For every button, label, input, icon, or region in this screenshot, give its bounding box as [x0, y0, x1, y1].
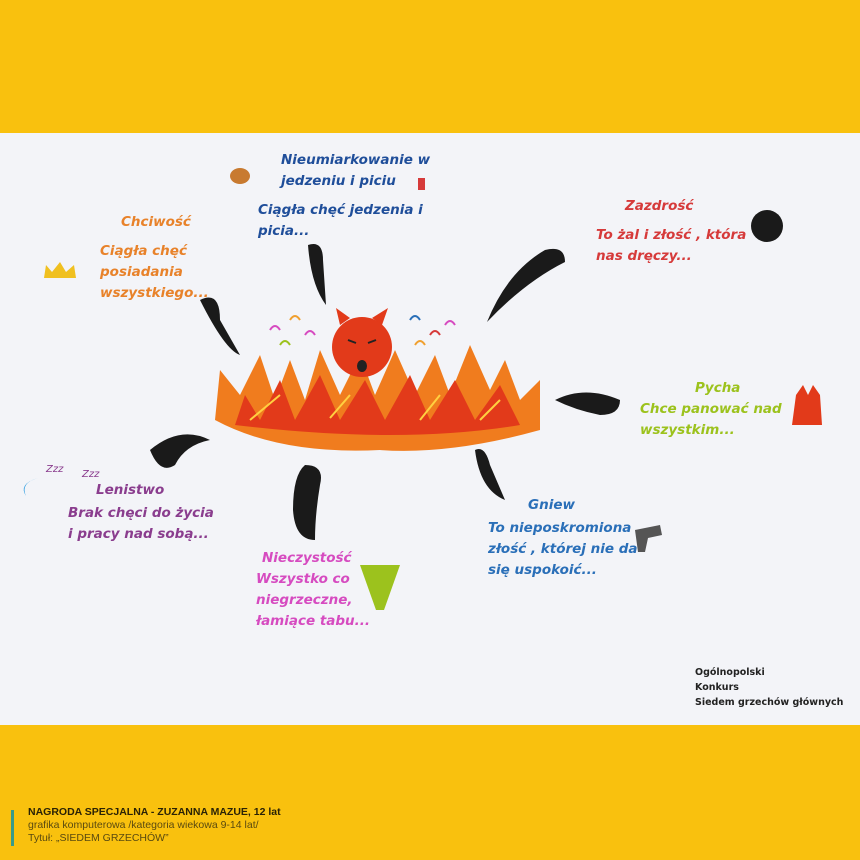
- moon-icon: [23, 478, 38, 496]
- sin-desc: Wszystko co: [256, 571, 350, 587]
- sin-title: Gniew: [528, 497, 575, 513]
- sin-desc: się uspokoić...: [488, 562, 597, 578]
- contest-line: Ogólnopolski: [695, 667, 765, 678]
- sin-title: jedzeniu i piciu: [281, 173, 396, 189]
- sin-icons: [23, 168, 822, 610]
- sin-title: Zazdrość: [625, 198, 694, 214]
- work-title: Tytuł: „SIEDEM GRZECHÓW”: [28, 832, 169, 844]
- sin-desc: niegrzeczne,: [256, 592, 353, 608]
- sleep-text: Zzz: [81, 469, 100, 480]
- sin-zazdrosc: Zazdrość To żal i złość , która nas dręc…: [596, 196, 746, 267]
- sin-desc: Ciągła chęć: [100, 243, 187, 259]
- credit-caption: NAGRODA SPECJALNA - ZUZANNA MAZUE, 12 la…: [28, 806, 281, 845]
- sin-title: Pycha: [695, 380, 741, 396]
- category-text: grafika komputerowa /kategoria wiekowa 9…: [28, 819, 259, 831]
- flames: [215, 345, 540, 451]
- sin-desc: wszystkiego...: [100, 285, 209, 301]
- underwear-icon: [360, 565, 400, 610]
- sin-nieczystosc: Nieczystość Wszystko co niegrzeczne, łam…: [256, 548, 370, 632]
- sin-title: Chciwość: [121, 214, 191, 230]
- award-title: NAGRODA SPECJALNA - ZUZANNA MAZUE, 12 la…: [28, 806, 281, 818]
- contest-line: Siedem grzechów głównych: [695, 697, 844, 708]
- black-worms: [150, 244, 620, 540]
- sin-lenistwo: Lenistwo Brak chęci do życia i pracy nad…: [68, 480, 214, 545]
- sin-desc: To żal i złość , która: [596, 227, 747, 243]
- devil-head: [332, 308, 392, 377]
- sin-chciwosc: Chciwość Ciągła chęć posiadania wszystki…: [100, 212, 209, 304]
- sin-desc: picia...: [258, 223, 310, 239]
- sin-nieumiarkowanie: Nieumiarkowanie w jedzeniu i piciu Ciągł…: [258, 150, 431, 242]
- sin-desc: posiadania: [100, 264, 183, 280]
- sin-desc: i pracy nad sobą...: [68, 526, 209, 542]
- gun-icon: [635, 525, 662, 552]
- sin-desc: Brak chęci do życia: [68, 505, 214, 521]
- burger-icon: [230, 168, 250, 184]
- cup-icon: [418, 178, 425, 190]
- sin-title: Nieczystość: [262, 550, 352, 566]
- bomb-icon: [751, 210, 783, 242]
- cape-icon: [792, 385, 822, 425]
- sin-desc: nas dręczy...: [596, 248, 692, 264]
- sin-desc: wszystkim...: [640, 422, 735, 438]
- contest-label: Ogólnopolski Konkurs Siedem grzechów głó…: [695, 665, 843, 710]
- sin-pycha: Pycha Chce panować nad wszystkim...: [640, 378, 782, 441]
- crown-icon: [44, 262, 76, 278]
- sin-title: Lenistwo: [96, 482, 165, 498]
- sin-title: Nieumiarkowanie w: [281, 152, 431, 168]
- smoke-swirls: [269, 315, 456, 346]
- sin-desc: Chce panować nad: [640, 401, 782, 417]
- sin-desc: łamiące tabu...: [256, 613, 371, 629]
- sin-desc: złość , której nie da: [488, 541, 638, 557]
- sin-desc: Ciągła chęć jedzenia i: [258, 202, 423, 218]
- sleep-text: Zzz: [45, 464, 64, 475]
- sin-gniew: Gniew To nieposkromiona złość , której n…: [488, 495, 637, 581]
- accent-bar: [11, 810, 14, 846]
- contest-line: Konkurs: [695, 682, 739, 693]
- sin-desc: To nieposkromiona: [488, 520, 632, 536]
